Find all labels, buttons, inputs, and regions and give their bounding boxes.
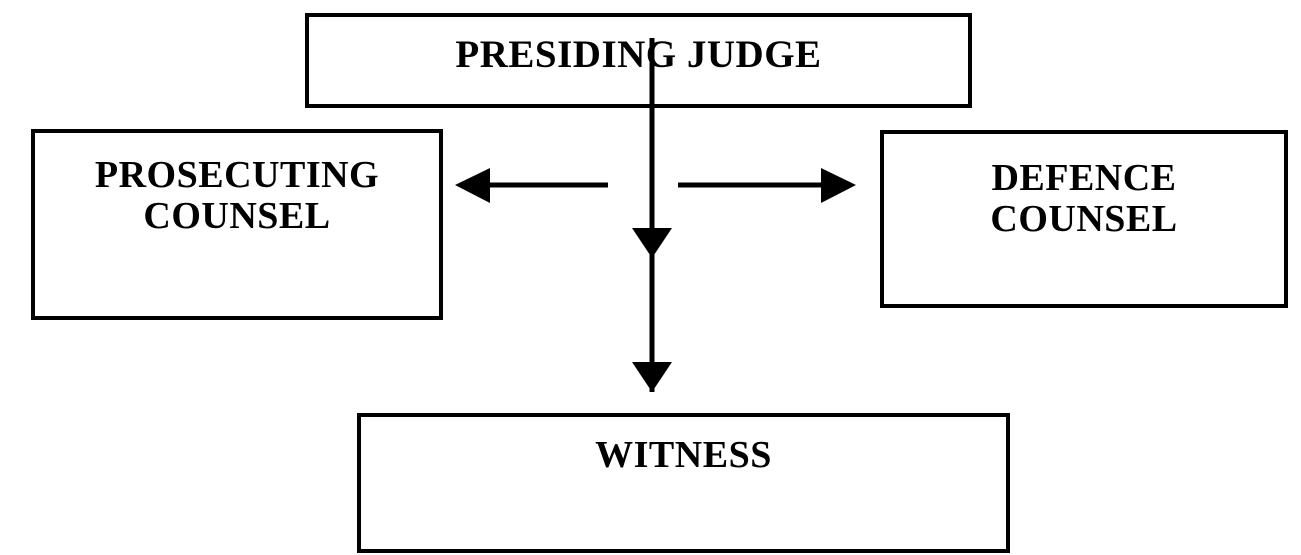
node-presiding-judge: PRESIDING JUDGE [305,13,972,108]
connector-judge-to-prosecuting [455,168,608,203]
arrowhead-right-icon [821,168,856,203]
node-prosecuting-counsel: PROSECUTING COUNSEL [31,129,443,320]
connector-judge-to-witness [632,38,672,392]
node-presiding-judge-label: PRESIDING JUDGE [455,33,822,76]
arrowhead-down-mid-icon [632,228,672,258]
arrowhead-down-lower-icon [632,362,672,392]
connector-judge-to-defence [678,168,856,203]
node-prosecuting-counsel-label: PROSECUTING COUNSEL [94,154,380,237]
arrowhead-left-icon [455,168,490,203]
node-defence-counsel-label: DEFENCE COUNSEL [990,157,1178,240]
node-defence-counsel: DEFENCE COUNSEL [880,130,1288,308]
node-witness: WITNESS [357,413,1010,553]
node-witness-label: WITNESS [595,434,772,476]
